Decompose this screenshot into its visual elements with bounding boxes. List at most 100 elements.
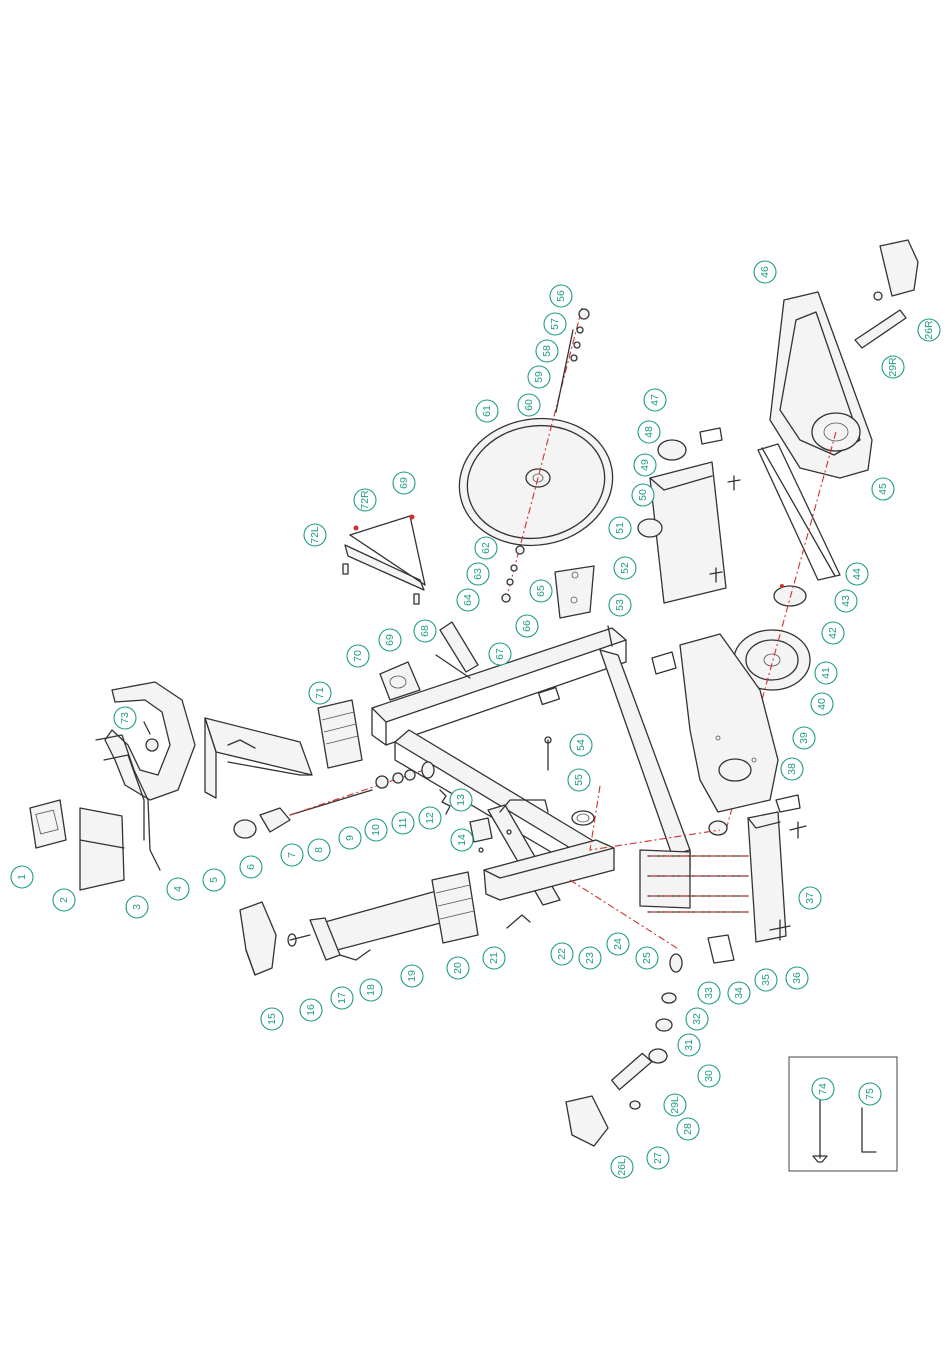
callout-2: 2 [53,889,75,911]
callout-label: 29L [669,1096,681,1114]
callout-label: 54 [575,739,587,751]
callout-64: 64 [457,589,479,611]
seat [240,902,276,975]
callout-51: 51 [609,517,631,539]
callout-22: 22 [551,943,573,965]
callout-label: 49 [639,459,651,471]
callout-13: 13 [450,789,472,811]
callout-59: 59 [528,366,550,388]
callout-label: 32 [691,1013,703,1025]
callout-label: 16 [305,1004,317,1016]
callout-37: 37 [799,887,821,909]
callout-label: 73 [119,712,131,724]
callout-14: 14 [451,829,473,851]
callout-74: 74 [812,1078,834,1100]
callout-label: 17 [336,992,348,1004]
callout-60: 60 [518,394,540,416]
callout-48: 48 [638,421,660,443]
callout-label: 29R [887,357,899,377]
callout-21: 21 [483,947,505,969]
callout-label: 56 [555,290,567,302]
callout-label: 3 [131,904,143,910]
callout-65: 65 [530,580,552,602]
callout-42: 42 [822,622,844,644]
callout-20: 20 [447,957,469,979]
callout-label: 38 [786,763,798,775]
callout-label: 67 [494,648,506,660]
callout-17: 17 [331,987,353,1009]
callout-43: 43 [835,590,857,612]
callout-label: 46 [759,266,771,278]
callout-31: 31 [678,1034,700,1056]
callout-label: 60 [523,399,535,411]
tools-box [789,1057,897,1171]
guard-bracket [343,515,425,605]
callout-label: 31 [683,1039,695,1051]
callout-29L: 29L [664,1094,686,1116]
main-frame [372,628,690,908]
callout-6: 6 [240,856,262,878]
callout-44: 44 [846,563,868,585]
callout-label: 65 [535,585,547,597]
callout-label: 18 [365,984,377,996]
callout-33: 33 [698,982,720,1004]
callout-label: 24 [612,938,624,950]
callout-58: 58 [536,340,558,362]
callout-label: 41 [820,667,832,679]
callout-26L: 26L [611,1156,633,1178]
callout-label: 7 [286,852,298,858]
console [30,800,124,890]
callout-label: 10 [370,824,382,836]
callout-label: 1 [16,874,28,880]
callout-label: 55 [573,774,585,786]
callout-18: 18 [360,979,382,1001]
callout-label: 70 [352,650,364,662]
callout-23: 23 [579,947,601,969]
callout-69: 69 [393,472,415,494]
callout-47: 47 [644,389,666,411]
callout-52: 52 [614,557,636,579]
callout-label: 53 [614,599,626,611]
callout-label: 42 [827,627,839,639]
callout-label: 69 [384,634,396,646]
callout-7: 7 [281,844,303,866]
callout-label: 28 [682,1123,694,1135]
callout-label: 33 [703,987,715,999]
callout-label: 44 [851,568,863,580]
callout-39: 39 [793,727,815,749]
callout-53: 53 [609,594,631,616]
callout-label: 2 [58,897,70,903]
callout-3: 3 [126,896,148,918]
callout-62: 62 [475,537,497,559]
callout-label: 59 [533,371,545,383]
callout-68: 68 [414,620,436,642]
callout-label: 61 [481,405,493,417]
callout-66: 66 [516,615,538,637]
callout-71: 71 [309,682,331,704]
callout-38: 38 [781,758,803,780]
left-crank-pedal [566,954,682,1146]
callout-56: 56 [550,285,572,307]
callout-label: 47 [649,394,661,406]
callout-label: 62 [480,542,492,554]
callout-label: 11 [397,817,409,828]
callout-28: 28 [677,1118,699,1140]
callout-54: 54 [570,734,592,756]
callout-label: 22 [556,948,568,960]
callout-label: 4 [172,886,184,892]
callout-73: 73 [114,707,136,729]
callout-8: 8 [308,839,330,861]
callout-label: 13 [455,794,467,806]
callout-label: 52 [619,562,631,574]
chain-guard [758,292,872,580]
callout-label: 39 [798,732,810,744]
callout-72R: 72R [354,489,376,511]
callout-label: 68 [419,625,431,637]
callout-72L: 72L [304,524,326,546]
callout-label: 15 [266,1013,278,1025]
callout-12: 12 [419,807,441,829]
callout-50: 50 [632,484,654,506]
callout-5: 5 [203,869,225,891]
callout-label: 8 [313,847,325,853]
callout-label: 6 [245,864,257,870]
